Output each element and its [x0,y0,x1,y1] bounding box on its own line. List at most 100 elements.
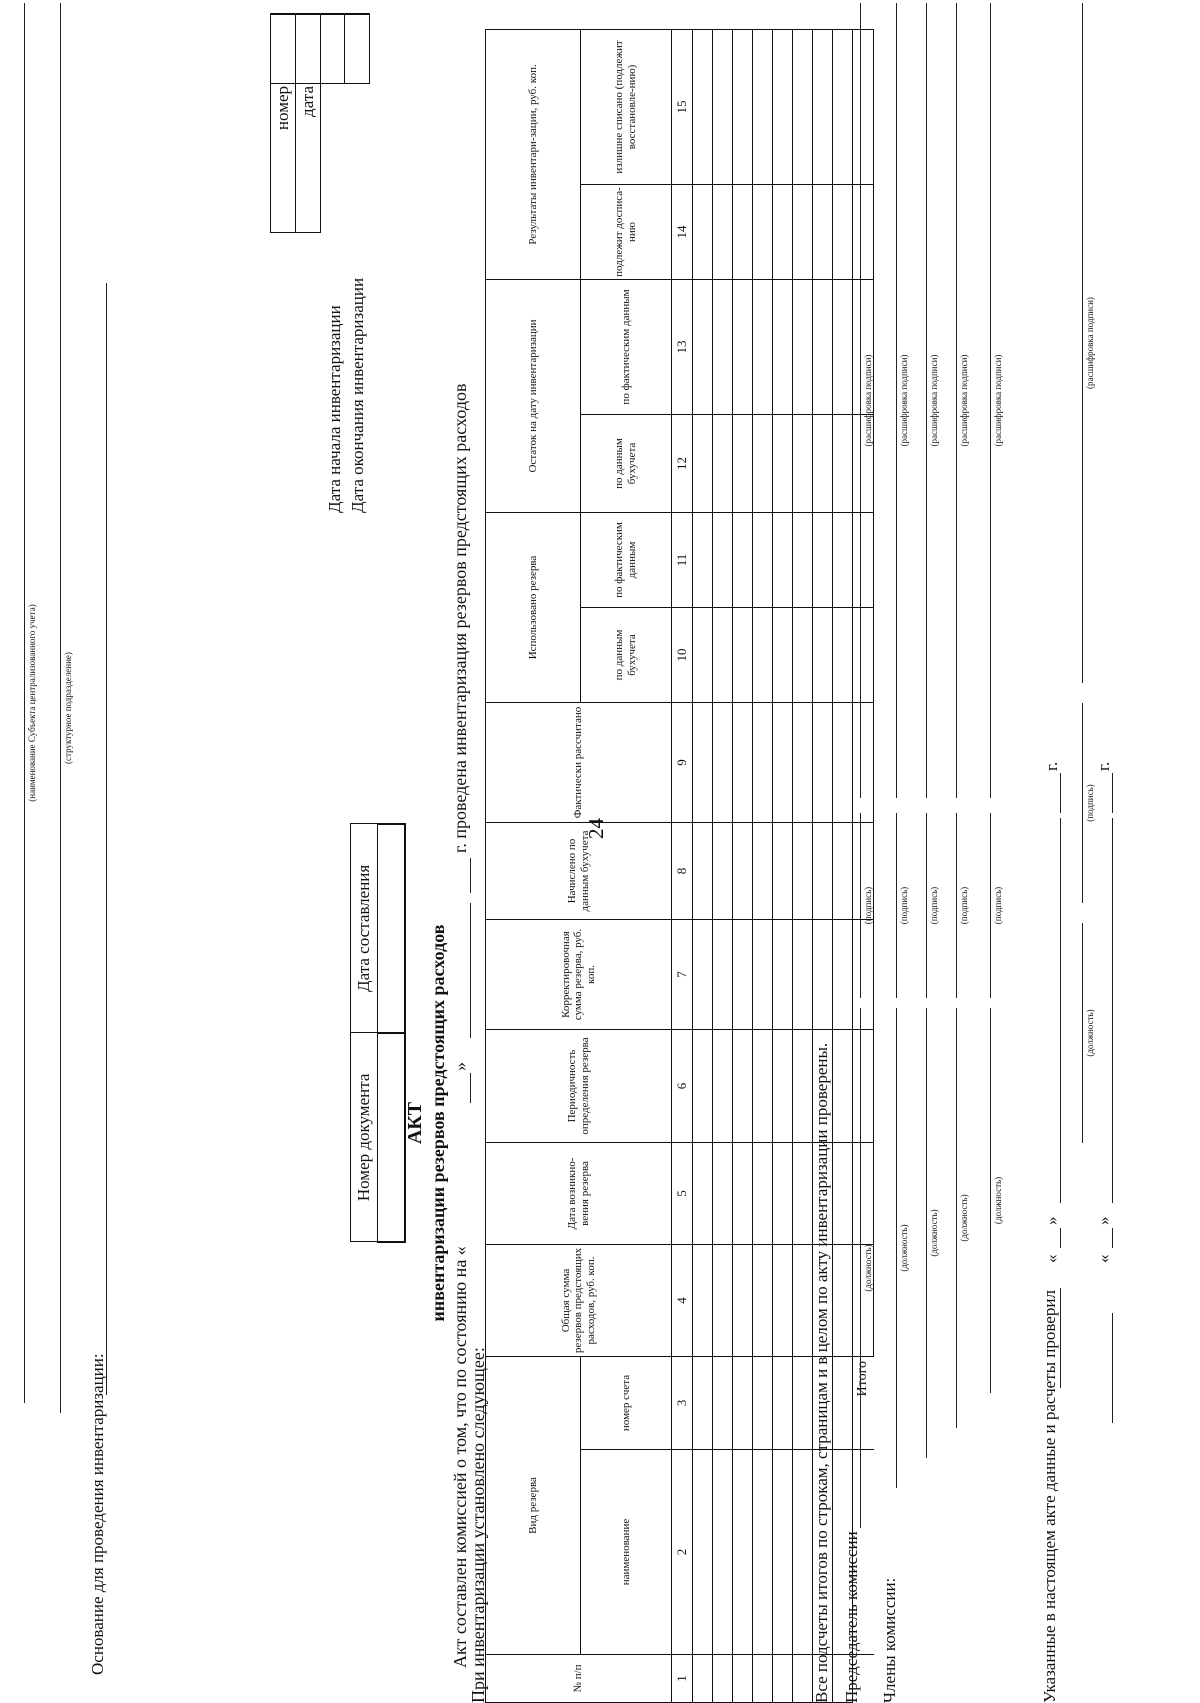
table-cell[interactable] [812,414,833,513]
chairman-decoding-line[interactable] [860,3,861,798]
table-cell[interactable] [752,702,773,823]
table-cell[interactable] [692,1244,713,1357]
table-cell[interactable] [732,414,753,513]
table-cell[interactable] [832,1142,853,1245]
member-1-signature-line[interactable] [896,813,897,998]
table-cell[interactable] [772,1142,793,1245]
verifier-signature-line[interactable] [1082,703,1083,903]
table-cell[interactable] [832,279,853,415]
table-cell[interactable] [772,1654,793,1703]
member-4-decoding-line[interactable] [990,3,991,798]
table-cell[interactable] [692,279,713,415]
subdivision-line[interactable] [60,3,61,1413]
verifier-month-line[interactable] [1060,818,1061,1203]
table-cell[interactable] [712,1356,733,1450]
table-cell[interactable] [792,607,813,703]
table-cell[interactable] [752,512,773,608]
table-cell[interactable] [752,607,773,703]
table-cell[interactable] [692,1356,713,1450]
table-cell[interactable] [752,919,773,1030]
table-cell[interactable] [812,512,833,608]
table-cell[interactable] [792,512,813,608]
table-cell[interactable] [692,607,713,703]
start-date-value-cell[interactable] [320,14,345,84]
table-cell[interactable] [732,607,753,703]
table-cell[interactable] [732,702,753,823]
table-cell[interactable] [792,279,813,415]
table-cell[interactable] [812,607,833,703]
table-cell[interactable] [832,1356,853,1450]
table-cell[interactable] [772,1449,793,1655]
table-cell[interactable] [792,29,813,185]
table-cell[interactable] [772,607,793,703]
table-cell[interactable] [772,29,793,185]
table-cell[interactable] [712,607,733,703]
intro-year-line[interactable] [470,858,471,893]
table-cell[interactable] [792,414,813,513]
verifier2-date-line[interactable] [1112,1313,1113,1423]
table-cell[interactable] [712,29,733,185]
table-cell[interactable] [772,414,793,513]
table-cell[interactable] [792,1449,813,1655]
table-cell[interactable] [712,1029,733,1143]
table-cell[interactable] [832,919,853,1030]
table-cell[interactable] [772,702,793,823]
table-cell[interactable] [712,279,733,415]
table-cell[interactable] [832,512,853,608]
table-cell[interactable] [692,414,713,513]
table-cell[interactable] [832,29,853,185]
table-cell[interactable] [772,184,793,280]
table-cell[interactable] [752,414,773,513]
table-cell[interactable] [752,1029,773,1143]
table-cell[interactable] [792,919,813,1030]
table-cell[interactable] [832,1244,853,1357]
table-cell[interactable] [692,1449,713,1655]
table-cell[interactable] [692,29,713,185]
chairman-signature-line[interactable] [860,813,861,998]
table-cell[interactable] [692,919,713,1030]
table-cell[interactable] [832,414,853,513]
table-cell[interactable] [752,822,773,920]
table-cell[interactable] [772,1356,793,1450]
table-cell[interactable] [792,1654,813,1703]
table-cell[interactable] [732,919,753,1030]
table-cell[interactable] [752,1356,773,1450]
table-cell[interactable] [732,1449,753,1655]
table-cell[interactable] [732,184,753,280]
table-cell[interactable] [712,184,733,280]
member-3-signature-line[interactable] [956,813,957,998]
verifier-position-line[interactable] [1082,923,1083,1143]
end-date-value-cell[interactable] [344,14,370,84]
verifier-year-line[interactable] [1060,773,1061,813]
table-cell[interactable] [712,822,733,920]
verifier2-month-line[interactable] [1112,818,1113,1203]
document-number-cell[interactable] [377,1032,405,1242]
table-cell[interactable] [832,702,853,823]
table-cell[interactable] [832,184,853,280]
table-cell[interactable] [732,1142,753,1245]
table-cell[interactable] [692,702,713,823]
table-cell[interactable] [712,1142,733,1245]
table-cell[interactable] [792,1356,813,1450]
table-cell[interactable] [732,512,753,608]
table-cell[interactable] [692,512,713,608]
table-cell[interactable] [752,184,773,280]
org-name-line[interactable] [24,3,25,1403]
table-cell[interactable] [752,1244,773,1357]
table-cell[interactable] [752,1449,773,1655]
table-cell[interactable] [812,702,833,823]
document-date-cell[interactable] [377,824,405,1033]
table-cell[interactable] [732,279,753,415]
table-cell[interactable] [692,1142,713,1245]
table-cell[interactable] [772,919,793,1030]
table-cell[interactable] [832,822,853,920]
intro-month-line[interactable] [470,903,471,1038]
table-cell[interactable] [692,184,713,280]
table-cell[interactable] [772,279,793,415]
verifier-day-line[interactable] [1060,1228,1061,1248]
table-cell[interactable] [692,822,713,920]
table-cell[interactable] [792,184,813,280]
table-cell[interactable] [772,1029,793,1143]
table-cell[interactable] [772,512,793,608]
table-cell[interactable] [712,1244,733,1357]
